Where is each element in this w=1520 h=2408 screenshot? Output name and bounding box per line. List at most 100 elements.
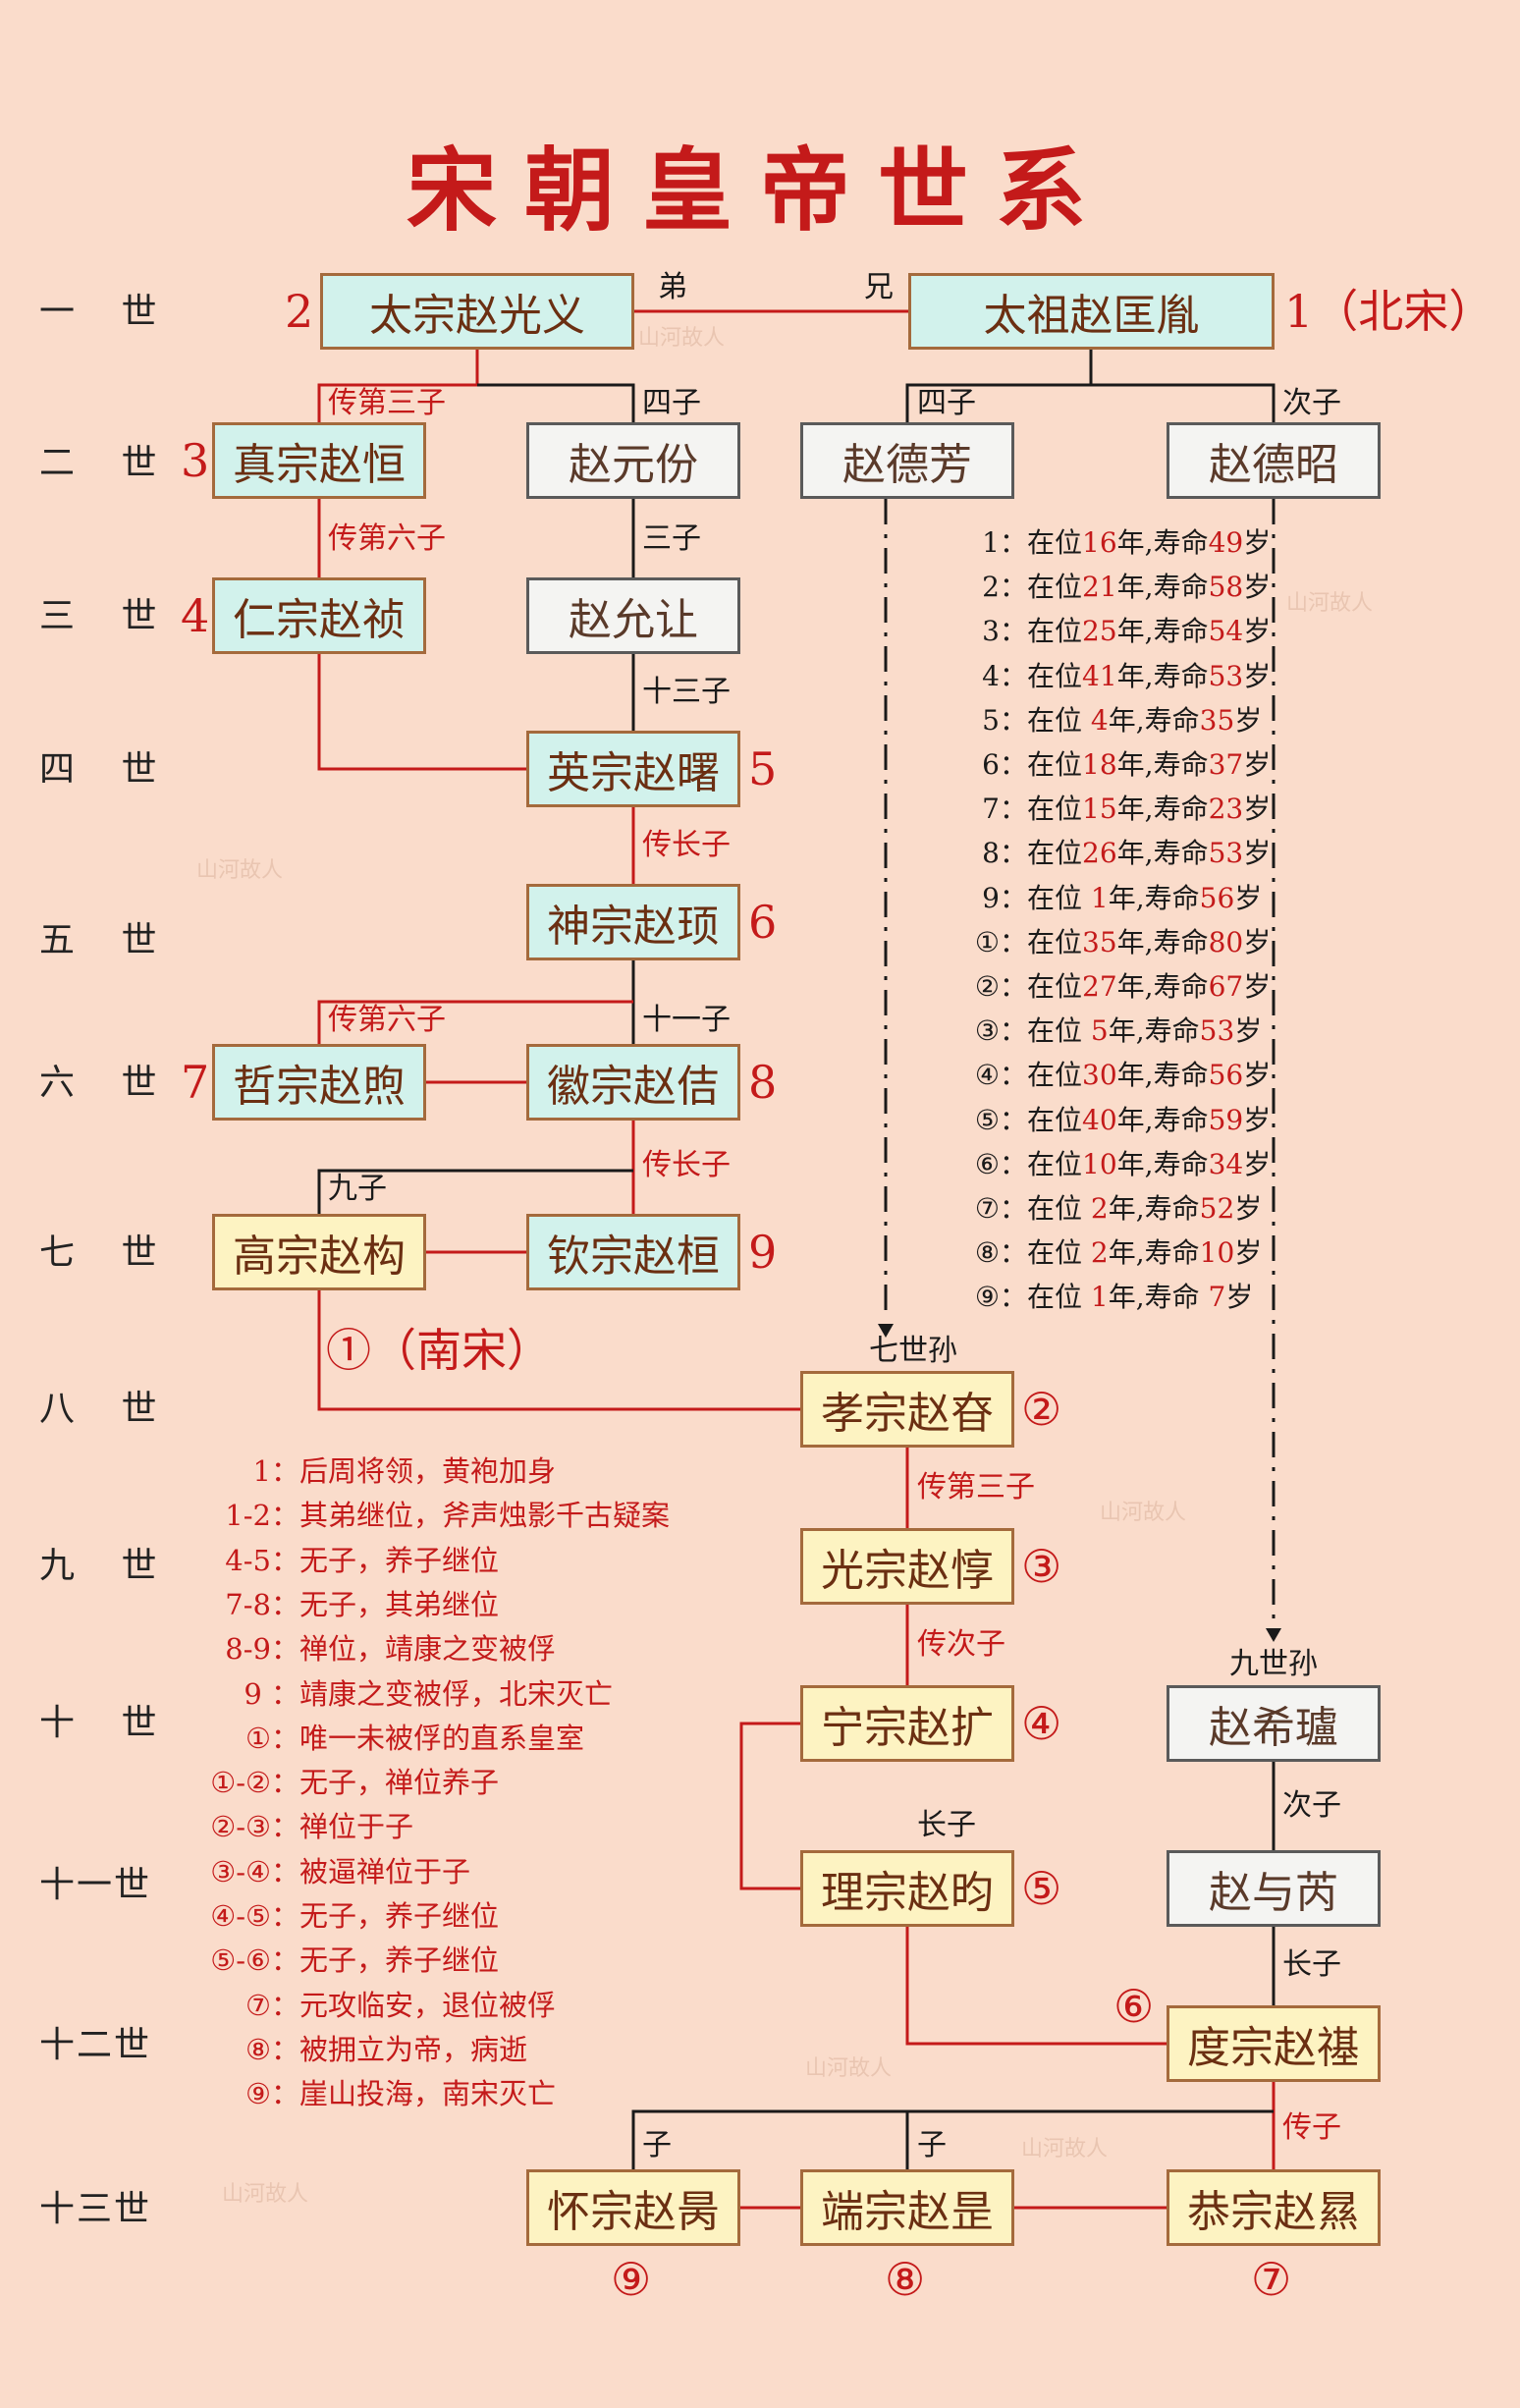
reign-row-key: ③ [974, 1014, 1000, 1048]
edge-label-xiong: 兄 [864, 270, 894, 304]
reign-row-sui: 岁 [1243, 1103, 1272, 1136]
reign-row: 5：在位 4年,寿命35岁 [913, 698, 1262, 742]
note-row: 1：后周将领，黄袍加身 [182, 1450, 556, 1494]
lifespan-years: 53 [1199, 1014, 1235, 1048]
generation-label-3: 三 世 [39, 596, 175, 636]
page-title: 宋朝皇帝世系 [406, 137, 1113, 244]
note-key: 1-2： [225, 1499, 299, 1533]
edge-label-chuanzi: 传子 [1282, 2110, 1341, 2145]
edge-label-sizi-1: 四子 [642, 386, 701, 420]
note-key: 8-9： [225, 1632, 299, 1667]
note-key: ⑦： [245, 1988, 299, 2022]
reign-row-key: ④ [974, 1059, 1000, 1092]
order-mark-shenzong: 6 [748, 896, 778, 949]
person-xiaozong: 孝宗赵昚 [800, 1371, 1014, 1448]
person-lizong: 理宗赵昀 [800, 1850, 1014, 1927]
watermark: 山河故人 [1100, 1501, 1187, 1525]
person-gaozong: 高宗赵构 [212, 1214, 426, 1290]
reign-row: ①：在位35年,寿命80岁 [913, 920, 1271, 964]
edge-label-zhangzi-2: 长子 [1282, 1947, 1341, 1982]
reign-years: 1 [1082, 1281, 1109, 1314]
reign-row-colon: ： [1000, 970, 1028, 1003]
note-key: ⑤-⑥： [210, 1943, 299, 1978]
reign-row: 3：在位25年,寿命54岁 [913, 609, 1271, 653]
watermark: 山河故人 [638, 326, 726, 351]
reign-row-nian: 年,寿命 [1116, 571, 1209, 604]
reign-row: ⑤：在位40年,寿命59岁 [913, 1098, 1271, 1142]
reign-row-zaiwei: 在位 [1027, 1236, 1083, 1270]
order-mark-yingzong: 5 [748, 742, 778, 795]
reign-row-nian: 年,寿命 [1116, 837, 1209, 870]
reign-row-zaiwei: 在位 [1027, 526, 1083, 559]
reign-row-nian: 年,寿命 [1108, 1014, 1200, 1048]
note-key: ③-④： [210, 1854, 299, 1888]
reign-row-zaiwei: 在位 [1027, 748, 1083, 781]
reign-row-key: 8 [982, 837, 1000, 870]
reign-row-nian: 年,寿命 [1116, 925, 1209, 958]
reign-row: 6：在位18年,寿命37岁 [913, 742, 1271, 787]
order-mark-renzong: 4 [181, 589, 210, 642]
reign-row-sui: 岁 [1243, 793, 1272, 826]
reign-years: 25 [1082, 615, 1117, 648]
generation-label-8: 八 世 [39, 1389, 175, 1429]
reign-row-colon: ： [1000, 1236, 1028, 1270]
note-text: 无子，养子继位 [299, 1899, 500, 1933]
order-mark-huizong: 8 [748, 1056, 778, 1109]
person-yingzong: 英宗赵曙 [526, 731, 740, 807]
watermark: 山河故人 [1286, 591, 1374, 616]
watermark: 山河故人 [196, 858, 284, 883]
adoption-line [317, 654, 526, 771]
watermark: 山河故人 [1021, 2137, 1109, 2162]
reign-row-sui: 岁 [1243, 1059, 1272, 1092]
reign-row: ⑨：在位 1年,寿命 7岁 [913, 1275, 1257, 1319]
note-row: 7-8：无子，其弟继位 [182, 1583, 499, 1627]
reign-years: 2 [1082, 1192, 1109, 1225]
edge-label-chuan-2nd: 传次子 [917, 1627, 1005, 1662]
person-qinzong: 钦宗赵桓 [526, 1214, 740, 1290]
note-row: 8-9：禅位，靖康之变被俘 [182, 1627, 556, 1671]
order-mark-taizu: 1（北宋） [1284, 285, 1494, 338]
reign-row-key: 4 [982, 659, 1000, 692]
reign-row-sui: 岁 [1243, 526, 1272, 559]
generation-label-2: 二 世 [39, 443, 175, 483]
edge-label-sizi-2: 四子 [917, 386, 976, 420]
person-zhao-yunrang: 赵允让 [526, 577, 740, 654]
order-mark-qinzong: 9 [748, 1226, 778, 1279]
watermark: 山河故人 [222, 2182, 309, 2207]
person-huizong: 徽宗赵佶 [526, 1044, 740, 1121]
reign-row-colon: ： [1000, 1103, 1028, 1136]
reign-row-colon: ： [1000, 1059, 1028, 1092]
note-text: 元攻临安，退位被俘 [299, 1988, 557, 2022]
lifespan-years: 7 [1199, 1281, 1226, 1314]
reign-row-key: 7 [982, 793, 1000, 826]
reign-row: ④：在位30年,寿命56岁 [913, 1053, 1271, 1097]
generation-label-7: 七 世 [39, 1232, 175, 1273]
edge-label-chuan-3rd-2: 传第三子 [917, 1470, 1035, 1505]
note-row: ⑨：崖山投海，南宋灭亡 [182, 2072, 556, 2116]
reign-row-zaiwei: 在位 [1027, 1059, 1083, 1092]
reign-row: ②：在位27年,寿命67岁 [913, 964, 1271, 1009]
note-row: ①：唯一未被俘的直系皇室 [182, 1717, 584, 1761]
succession-line [317, 1000, 633, 1044]
reign-row-nian: 年,寿命 [1108, 1192, 1200, 1225]
succession-line [317, 1290, 800, 1411]
reign-years: 35 [1082, 925, 1117, 958]
note-text: 被逼禅位于子 [299, 1854, 471, 1888]
generation-label-4: 四 世 [39, 749, 175, 790]
reign-row-key: ⑦ [974, 1192, 1000, 1225]
note-key: ⑨： [245, 2077, 299, 2111]
edge-label-shiyizi: 十一子 [642, 1003, 731, 1037]
reign-row-sui: 岁 [1243, 925, 1272, 958]
note-text: 无子，禅位养子 [299, 1766, 500, 1800]
order-mark-gongzong: ⑦ [1251, 2253, 1292, 2306]
reign-row-nian: 年,寿命 [1108, 703, 1200, 737]
note-key: ①-②： [210, 1766, 299, 1800]
generation-label-12: 十二世 [39, 2025, 152, 2065]
lifespan-years: 67 [1208, 970, 1244, 1003]
reign-row-zaiwei: 在位 [1027, 1103, 1083, 1136]
order-mark-taizong: 2 [285, 285, 314, 338]
reign-years: 21 [1082, 571, 1117, 604]
edge-label-zi-2: 子 [917, 2128, 947, 2162]
